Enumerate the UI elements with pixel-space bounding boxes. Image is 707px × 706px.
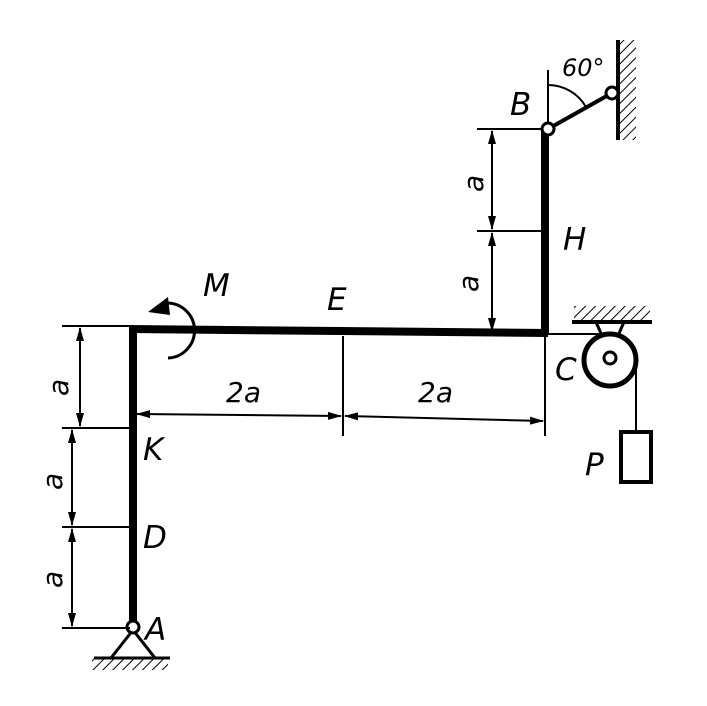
dimensions-left [62,325,130,629]
dim-horizontal-2: 2a [418,376,453,409]
label-c: C [555,352,577,388]
load-p [619,430,653,484]
label-e: E [327,282,347,318]
rod-support-b [540,40,636,140]
dim-right-1: a [457,175,490,192]
moment-m [148,297,196,360]
frame-members [128,129,549,626]
label-a: A [143,612,166,648]
ceiling-hatch [574,306,650,320]
dimensions-right [477,128,541,332]
label-m: M [203,268,230,304]
dim-left-3: a [36,571,69,588]
angle-arc [547,84,587,108]
label-b: B [510,87,531,123]
beam-horizontal [128,325,549,337]
label-h: H [563,222,586,258]
pin-support-a [92,619,170,670]
dimensions-horizontal [136,336,546,436]
dim-right-2: a [452,275,485,292]
dim-horizontal-1: 2a [226,376,261,409]
pulley-c [545,306,653,484]
dim-left-1: a [42,379,75,396]
hinge-b [540,121,556,137]
label-k: K [143,432,166,468]
angle-label: 60° [562,54,605,82]
label-p: P [585,447,604,483]
label-d: D [143,520,167,556]
rod-b [547,91,613,131]
pulley-axle [602,350,618,366]
dim-left-2: a [36,473,69,490]
wall-hatch [620,40,636,140]
hinge-wall [604,85,620,101]
